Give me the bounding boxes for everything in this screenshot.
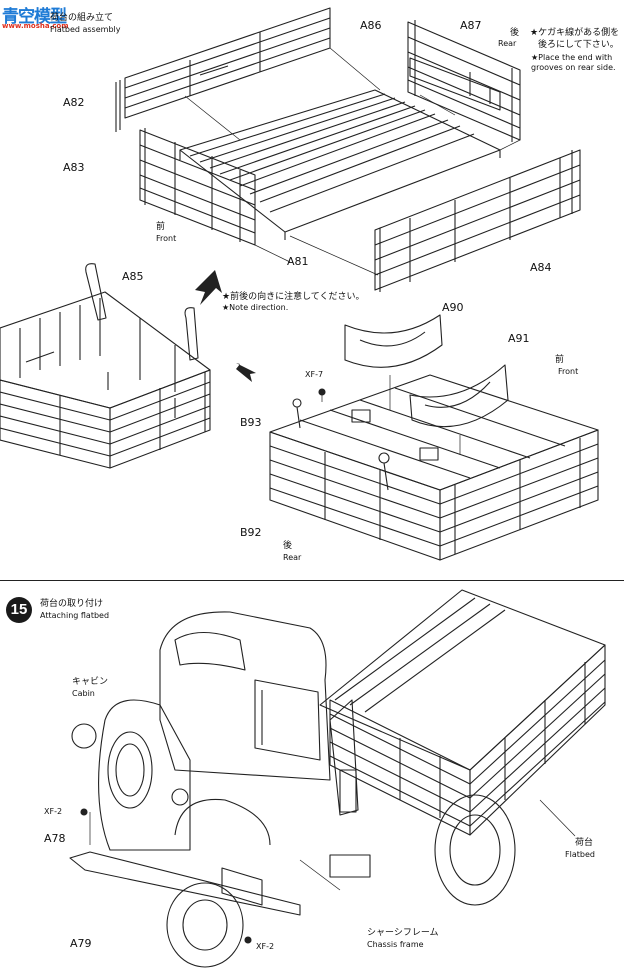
part-a84: A84	[530, 261, 552, 274]
part-a91: A91	[508, 332, 530, 345]
groove-note-en-1: ★Place the end with	[531, 53, 613, 62]
watermark-url: www.mosha.com	[2, 22, 69, 30]
step-divider	[0, 580, 624, 581]
chassis-label-en: Chassis frame	[367, 940, 424, 949]
front-label-en: Front	[156, 234, 177, 243]
side-panel-a83	[139, 128, 256, 246]
part-xf2-top: XF-2	[44, 807, 63, 816]
part-a81: A81	[287, 255, 309, 268]
flatbed-section-a85	[0, 263, 211, 469]
part-xf2-bottom: XF-2	[256, 942, 275, 951]
flatbed-section-a90-a91	[269, 314, 599, 561]
cabin-label-en: Cabin	[72, 689, 95, 698]
floor-a81	[179, 89, 501, 240]
part-b93: B93	[240, 416, 262, 429]
cabin-label-jp: キャビン	[72, 677, 109, 687]
rear-panel-a87	[407, 20, 521, 142]
arrow-down-left-icon	[195, 270, 222, 305]
part-a90: A90	[442, 301, 464, 314]
direction-note-en: ★Note direction.	[222, 303, 289, 312]
front2-label-jp: 前	[555, 355, 565, 365]
groove-note-jp-1: ★ケガキ線がある側を	[530, 28, 620, 38]
side-panel-a84	[374, 149, 581, 292]
step15-title-jp: 荷台の取り付け	[40, 599, 104, 609]
chassis-label-jp: シャーシフレーム	[367, 928, 439, 938]
arrow-right-icon	[236, 363, 256, 382]
groove-note-en-2: grooves on rear side.	[531, 63, 616, 72]
flatbed-label-en: Flatbed	[565, 850, 595, 859]
step15-number-badge: 15	[6, 597, 32, 623]
step14-title-en: Flatbed assembly	[50, 25, 121, 34]
part-b92: B92	[240, 526, 262, 539]
part-a83: A83	[63, 161, 85, 174]
part-a79: A79	[70, 937, 92, 950]
part-a78: A78	[44, 832, 66, 845]
front-label-jp: 前	[156, 222, 166, 232]
groove-note-jp-2: 後ろにして下さい。	[538, 40, 619, 50]
part-xf7: XF-7	[305, 370, 324, 379]
flatbed-label-jp: 荷台	[575, 838, 594, 848]
part-a86: A86	[360, 19, 382, 32]
front2-label-en: Front	[558, 367, 579, 376]
rear-label-en: Rear	[498, 39, 517, 48]
truck-assembly	[69, 589, 606, 968]
part-a85: A85	[122, 270, 144, 283]
rear2-label-jp: 後	[283, 541, 293, 551]
watermark-logo: 青空模型	[2, 7, 67, 27]
step15-title-en: Attaching flatbed	[40, 611, 110, 620]
direction-arrows	[195, 270, 256, 382]
step14-title-jp: 荷台の組み立て	[50, 13, 114, 23]
rear2-label-en: Rear	[283, 553, 302, 562]
part-a82: A82	[63, 96, 85, 109]
direction-note-jp: ★前後の向きに注意してください。	[222, 292, 365, 302]
rear-label-jp: 後	[510, 28, 520, 38]
part-a87: A87	[460, 19, 482, 32]
